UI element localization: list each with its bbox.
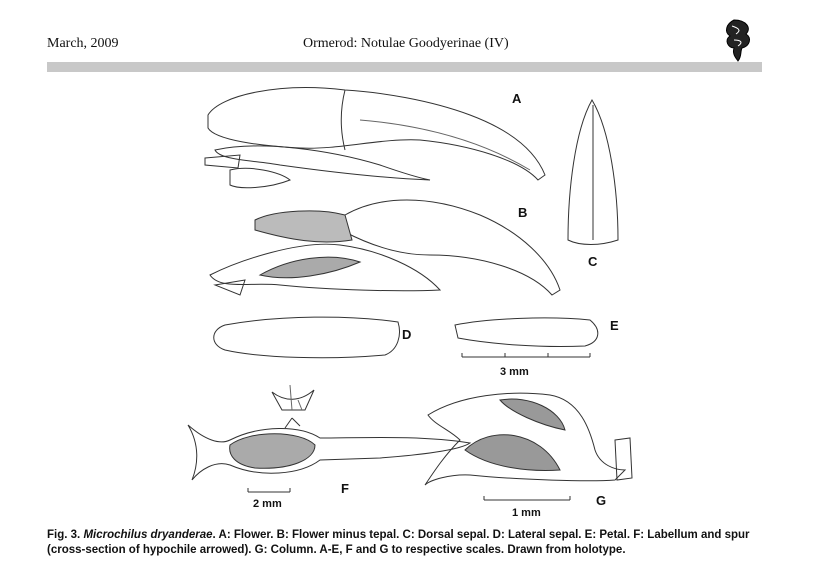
- running-title: Ormerod: Notulae Goodyerinae (IV): [303, 36, 509, 51]
- label-c: C: [588, 254, 598, 269]
- drawing-d-lateral-sepal: [213, 316, 400, 359]
- scale-bar-1mm: [483, 496, 571, 501]
- header-date: March, 2009: [47, 36, 119, 51]
- botanical-illustration: A B C D E 3 mm F 2 m: [187, 87, 633, 519]
- drawing-g-column: [424, 392, 633, 486]
- header-rule: [47, 62, 762, 72]
- scale-label-3mm: 3 mm: [500, 366, 529, 378]
- scale-bar-2mm: [247, 488, 291, 493]
- drawing-e-petal: [454, 317, 599, 348]
- label-d: D: [402, 327, 411, 342]
- caption-text: . A: Flower. B: Flower minus tepal. C: D…: [47, 529, 750, 556]
- drawing-f-labellum: [187, 384, 472, 481]
- scale-label-2mm: 2 mm: [253, 498, 282, 510]
- label-f: F: [341, 481, 349, 496]
- label-e: E: [610, 318, 619, 333]
- scale-label-1mm: 1 mm: [512, 507, 541, 519]
- scale-bar-3mm: [461, 353, 591, 358]
- label-b: B: [518, 205, 527, 220]
- label-g: G: [596, 493, 606, 508]
- caption-species: Microchilus dryanderae: [83, 529, 213, 541]
- drawing-b-flower-minus-tepal: [209, 199, 561, 296]
- label-a: A: [512, 91, 522, 106]
- drawing-a-flower: [204, 87, 546, 189]
- figure-caption: Fig. 3. Microchilus dryanderae. A: Flowe…: [47, 528, 787, 558]
- caption-fig-number: Fig. 3.: [47, 529, 81, 541]
- drawing-c-dorsal-sepal: [567, 99, 619, 245]
- journal-logo-icon: [726, 19, 750, 62]
